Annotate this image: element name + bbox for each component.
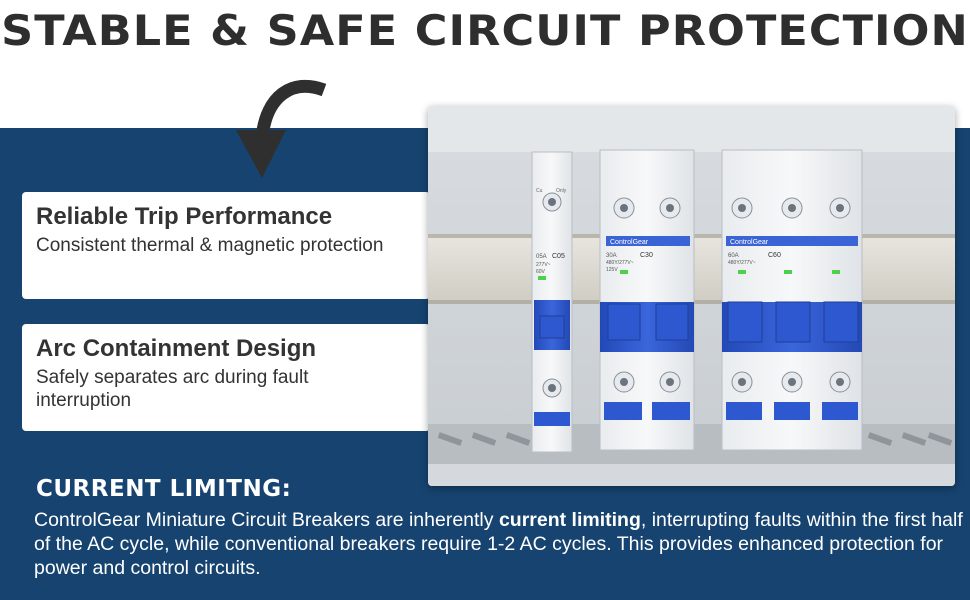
breaker-1p: 05A C05 277V~ 60V Cu Only <box>531 151 573 453</box>
current-limiting-bold: current limiting <box>498 509 641 531</box>
svg-text:60V: 60V <box>536 269 546 275</box>
svg-text:480Y/277V~: 480Y/277V~ <box>606 260 634 266</box>
svg-text:ControlGear: ControlGear <box>610 239 649 246</box>
curved-arrow-icon <box>236 79 327 178</box>
feature-card-arc: Arc Containment Design Safely separates … <box>22 324 430 431</box>
svg-text:C60: C60 <box>768 252 781 259</box>
svg-text:C05: C05 <box>552 253 565 260</box>
feature-title: Reliable Trip Performance <box>36 203 333 230</box>
svg-text:480Y/277V~: 480Y/277V~ <box>728 260 756 266</box>
breaker-2p: ControlGear 30A C30 480Y/277V~ 125V <box>599 149 695 451</box>
svg-text:60A: 60A <box>728 253 739 259</box>
breaker-3p: ControlGear 60A C60 480Y/277V~ <box>721 149 863 451</box>
svg-text:30A: 30A <box>606 253 617 259</box>
breaker-photo: 05A C05 277V~ 60V Cu Only ControlGear 30… <box>428 106 955 486</box>
svg-text:05A: 05A <box>536 254 547 260</box>
current-limiting-text: ControlGear Miniature Circuit Breakers a… <box>34 509 963 579</box>
svg-text:277V~: 277V~ <box>536 262 551 268</box>
current-limiting-title: CURRENT LIMITNG: <box>36 476 292 502</box>
svg-text:Cu: Cu <box>536 188 543 194</box>
svg-text:C30: C30 <box>640 252 653 259</box>
svg-text:Only: Only <box>556 188 567 194</box>
feature-text: Consistent thermal & magnetic protection <box>36 235 384 256</box>
feature-card-trip: Reliable Trip Performance Consistent the… <box>22 192 430 299</box>
svg-text:125V: 125V <box>606 267 618 273</box>
svg-text:ControlGear: ControlGear <box>730 239 769 246</box>
feature-text: Safely separates arc during fault interr… <box>36 367 309 411</box>
feature-title: Arc Containment Design <box>36 335 317 362</box>
headline: STABLE & SAFE CIRCUIT PROTECTION <box>1 6 969 55</box>
